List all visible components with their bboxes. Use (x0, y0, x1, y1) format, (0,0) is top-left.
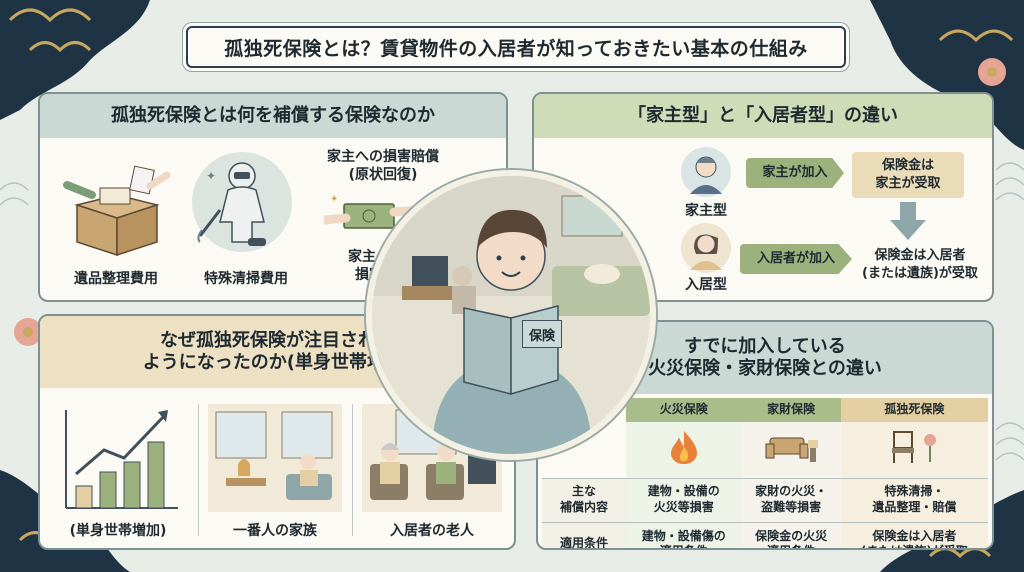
owner-join-arrow: 家主が加入 (746, 158, 844, 188)
tenant-avatar-icon (681, 223, 731, 273)
reason-item-label: 入居者の老人 (390, 523, 474, 539)
tenant-payout-text: 保険金は入居者 (または遺族)が受取 (862, 248, 978, 281)
down-arrow-icon (890, 202, 926, 240)
owner-payout-box: 保険金は 家主が受取 (852, 152, 964, 198)
owner-avatar-icon (681, 147, 731, 197)
bar-chart-icon (65, 410, 178, 509)
table-cell: 保険金は入居者 (または遺族)が受取 (840, 521, 988, 548)
page-title: 孤独死保険とは？賃貸物件の入居者が知っておきたい基本の仕組み (186, 26, 846, 68)
table-cell: 保険金の火災 適用条件 (741, 521, 841, 548)
coverage-item-label: 特殊清掃費用 (204, 271, 288, 287)
column-header-kodoku: 孤独死保険 (840, 398, 988, 422)
room-scene-illustration (372, 176, 650, 454)
tenant-join-arrow: 入居者が加入 (740, 244, 852, 274)
fire-icon (626, 422, 742, 478)
chair-flower-icon (840, 422, 988, 478)
column-header-household: 家財保険 (741, 398, 841, 422)
cleaning-worker-icon: ✦ (192, 152, 292, 252)
types-heading: 「家主型」と「入居者型」の違い (534, 94, 992, 138)
reason-item-label: 一番人の家族 (233, 523, 317, 539)
reason-item-label: (単身世帯増加) (69, 523, 167, 539)
table-cell: 特殊清掃・ 遺品整理・賠償 (840, 477, 988, 522)
flower-icon (978, 58, 1006, 86)
book-label: 保険 (522, 320, 562, 348)
svg-text:✦: ✦ (206, 169, 216, 183)
comparison-table: 火災保険 家財保険 孤独死保険 主な 補償内容 建物・設備の 火災等損害 家財の… (542, 398, 988, 548)
flower-icon (14, 318, 42, 346)
sofa-icon (741, 422, 841, 478)
center-illustration: 保険 (366, 170, 656, 460)
row-label: 主な 補償内容 (542, 477, 626, 522)
divider (198, 404, 199, 536)
svg-text:✦: ✦ (330, 194, 338, 205)
table-cell: 建物・設備傷の 適用条件 (626, 521, 742, 548)
column-header-fire: 火災保険 (626, 398, 742, 422)
owner-type-label: 家主型 (685, 203, 727, 219)
box-sorting-icon (63, 165, 171, 257)
table-cell: 建物・設備の 火災等損害 (626, 477, 742, 522)
coverage-item-label: 遺品整理費用 (74, 271, 158, 287)
navy-cloud-top-left (0, 0, 150, 120)
table-cell: 家財の火災・ 盗難等損害 (741, 477, 841, 522)
pet-cat-icon (208, 404, 342, 512)
coverage-heading: 孤独死保険とは何を補償する保険なのか (40, 94, 506, 138)
tenant-type-label: 入居型 (685, 277, 727, 293)
coverage-item-label: 家主への損害賠償 (原状回復) (327, 149, 439, 184)
divider (352, 404, 353, 536)
row-label: 適用条件 (542, 521, 626, 548)
